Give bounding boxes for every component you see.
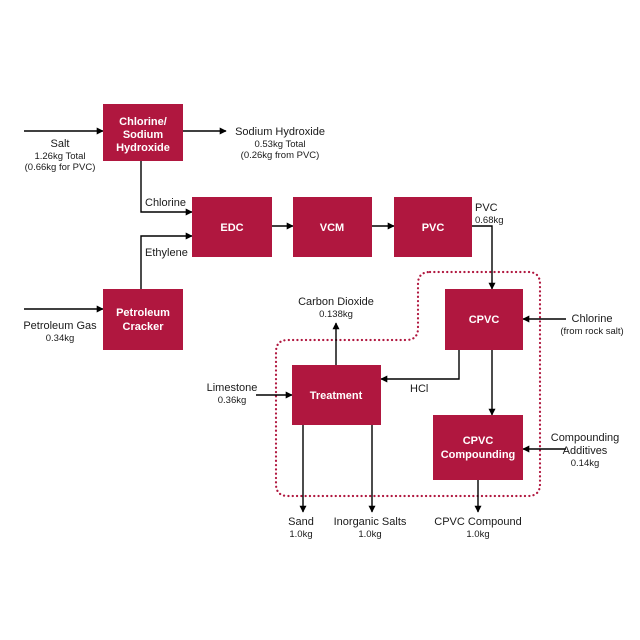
svg-text:Hydroxide: Hydroxide bbox=[116, 142, 170, 154]
svg-text:CPVC: CPVC bbox=[469, 314, 500, 326]
label-petroleum-gas: Petroleum Gas 0.34kg bbox=[23, 320, 97, 344]
svg-text:Petroleum Gas: Petroleum Gas bbox=[23, 320, 97, 332]
label-pvc-output: PVC 0.68kg bbox=[475, 202, 504, 226]
label-limestone: Limestone 0.36kg bbox=[207, 382, 258, 406]
box-vcm: VCM bbox=[293, 197, 372, 257]
label-salt: Salt 1.26kg Total (0.66kg for PVC) bbox=[25, 138, 96, 173]
svg-text:1.26kg Total: 1.26kg Total bbox=[34, 151, 85, 162]
svg-text:Cracker: Cracker bbox=[123, 321, 165, 333]
box-petroleum-cracker: Petroleum Cracker bbox=[103, 289, 183, 350]
svg-text:(from rock salt): (from rock salt) bbox=[560, 326, 623, 337]
svg-text:1.0kg: 1.0kg bbox=[466, 529, 489, 540]
svg-text:0.14kg: 0.14kg bbox=[571, 458, 600, 469]
box-cpvc: CPVC bbox=[445, 289, 523, 350]
label-carbon-dioxide: Carbon Dioxide 0.138kg bbox=[298, 296, 374, 320]
svg-text:CPVC Compound: CPVC Compound bbox=[434, 516, 521, 528]
svg-text:0.53kg Total: 0.53kg Total bbox=[254, 139, 305, 150]
svg-text:1.0kg: 1.0kg bbox=[358, 529, 381, 540]
svg-text:0.138kg: 0.138kg bbox=[319, 309, 353, 320]
svg-text:Limestone: Limestone bbox=[207, 382, 258, 394]
label-compounding-additives: Compounding Additives 0.14kg bbox=[551, 432, 620, 469]
svg-text:Sodium Hydroxide: Sodium Hydroxide bbox=[235, 126, 325, 138]
label-cpvc-compound: CPVC Compound 1.0kg bbox=[434, 516, 521, 540]
svg-text:Chlorine: Chlorine bbox=[572, 313, 613, 325]
svg-text:Inorganic Salts: Inorganic Salts bbox=[334, 516, 407, 528]
svg-text:Treatment: Treatment bbox=[310, 390, 363, 402]
label-chlorine: Chlorine bbox=[145, 197, 186, 209]
svg-text:VCM: VCM bbox=[320, 222, 344, 234]
box-edc: EDC bbox=[192, 197, 272, 257]
svg-text:0.36kg: 0.36kg bbox=[218, 395, 247, 406]
cpvc-system-boundary bbox=[274, 270, 542, 498]
ethylene-arrow bbox=[140, 232, 193, 289]
svg-text:Salt: Salt bbox=[51, 138, 70, 150]
label-chlorine-rock-salt: Chlorine (from rock salt) bbox=[560, 313, 623, 337]
svg-text:Sodium: Sodium bbox=[123, 129, 164, 141]
svg-text:1.0kg: 1.0kg bbox=[289, 529, 312, 540]
hcl-arrow bbox=[380, 350, 460, 383]
label-ethylene: Ethylene bbox=[145, 247, 188, 259]
svg-text:Additives: Additives bbox=[563, 445, 608, 457]
box-cpvc-compounding: CPVC Compounding bbox=[433, 415, 523, 480]
flow-arrows bbox=[24, 127, 566, 513]
svg-text:Compounding: Compounding bbox=[551, 432, 620, 444]
box-treatment: Treatment bbox=[292, 365, 381, 425]
svg-text:Petroleum: Petroleum bbox=[116, 307, 170, 319]
chlorine-arrow bbox=[140, 161, 193, 216]
label-hcl: HCl bbox=[410, 383, 428, 395]
svg-text:(0.26kg from PVC): (0.26kg from PVC) bbox=[241, 150, 320, 161]
svg-text:0.68kg: 0.68kg bbox=[475, 215, 504, 226]
box-chlorine-sodium-hydroxide: Chlorine/ Sodium Hydroxide bbox=[103, 104, 183, 161]
svg-text:Sand: Sand bbox=[288, 516, 314, 528]
box-pvc: PVC bbox=[394, 197, 472, 257]
svg-text:Chlorine/: Chlorine/ bbox=[119, 116, 167, 128]
svg-text:EDC: EDC bbox=[220, 222, 243, 234]
svg-text:Carbon Dioxide: Carbon Dioxide bbox=[298, 296, 374, 308]
svg-text:Compounding: Compounding bbox=[441, 449, 516, 461]
pvc-to-cpvc-arrow bbox=[472, 225, 496, 290]
label-inorganic-salts: Inorganic Salts 1.0kg bbox=[334, 516, 407, 540]
svg-text:PVC: PVC bbox=[475, 202, 498, 214]
svg-text:(0.66kg for PVC): (0.66kg for PVC) bbox=[25, 162, 96, 173]
label-sodium-hydroxide: Sodium Hydroxide 0.53kg Total (0.26kg fr… bbox=[235, 126, 325, 161]
svg-text:CPVC: CPVC bbox=[463, 435, 494, 447]
label-sand: Sand 1.0kg bbox=[288, 516, 314, 540]
svg-text:0.34kg: 0.34kg bbox=[46, 333, 75, 344]
svg-text:PVC: PVC bbox=[422, 222, 445, 234]
